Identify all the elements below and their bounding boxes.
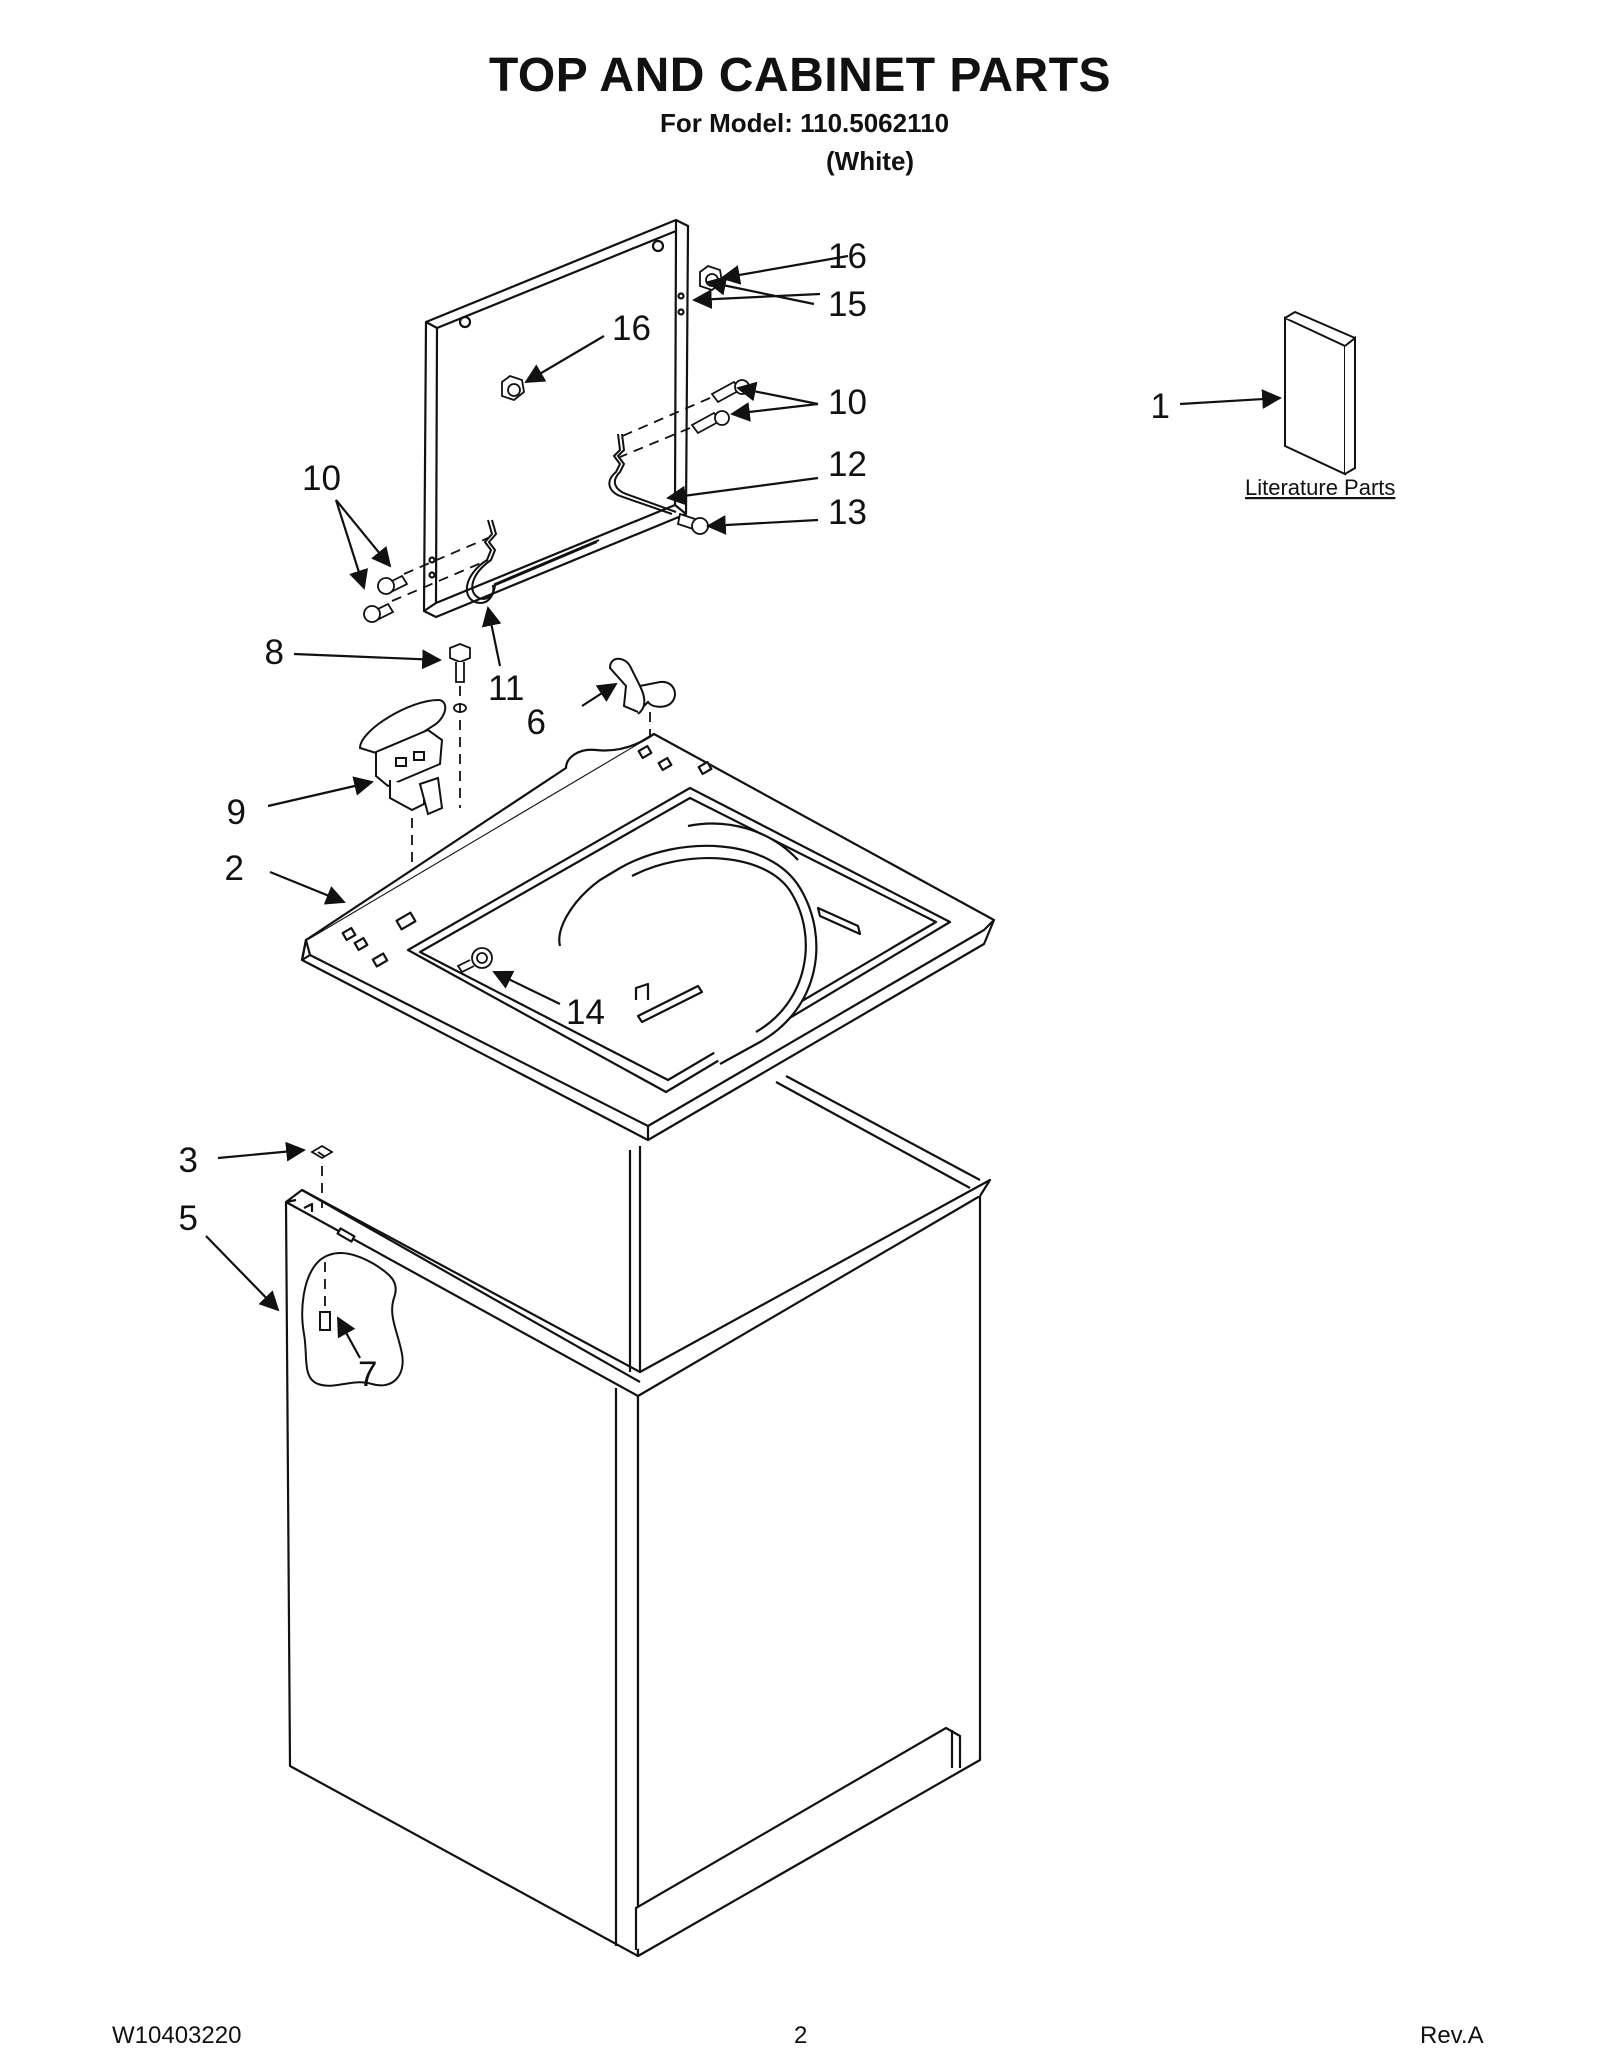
callout-14: 14 [566, 993, 605, 1032]
document-number: W10403220 [112, 2022, 242, 2049]
callout-16-inner: 16 [612, 309, 651, 348]
callout-5: 5 [179, 1199, 198, 1238]
callout-6: 6 [527, 703, 546, 742]
callout-12: 12 [828, 445, 867, 484]
lid-screw-dashes [391, 397, 711, 602]
revision-label: Rev.A [1420, 2022, 1484, 2049]
dispenser-nozzle [456, 947, 493, 974]
top-panel [300, 732, 996, 1142]
callout-10-left: 10 [302, 459, 341, 498]
model-variant: (White) [826, 146, 915, 176]
cutaway-dash [321, 1166, 326, 1310]
callout-labels: 1 2 3 5 6 7 8 9 10 10 11 12 13 14 15 16 … [179, 237, 1170, 1394]
hinge-rods [465, 433, 677, 604]
callout-8: 8 [265, 633, 284, 672]
callout-13: 13 [828, 493, 867, 532]
callout-9: 9 [227, 793, 246, 832]
model-line: For Model: 110.5062110 [660, 108, 950, 138]
callout-11: 11 [488, 669, 524, 708]
leader-lines [205, 254, 1282, 1359]
lid-switch [358, 698, 447, 816]
lid-frame [422, 218, 690, 619]
lid-switch-screw [449, 643, 471, 713]
page-number: 2 [794, 2022, 808, 2049]
hinge-clip [608, 657, 676, 715]
callout-16-top: 16 [828, 237, 867, 276]
literature-parts-label: Literature Parts [1245, 475, 1395, 500]
callout-10-right: 10 [828, 383, 867, 422]
cabinet-clip [310, 1144, 334, 1160]
cabinet-cutaway [301, 1252, 404, 1387]
cabinet [284, 1075, 992, 1958]
callout-15: 15 [828, 285, 867, 324]
page-title: TOP AND CABINET PARTS [488, 49, 1112, 102]
callout-2: 2 [225, 849, 244, 888]
hinge-bushing [676, 512, 709, 535]
callout-1: 1 [1151, 387, 1170, 426]
callout-3: 3 [179, 1141, 198, 1180]
literature-booklet [1284, 310, 1356, 476]
callout-7: 7 [358, 1355, 377, 1394]
